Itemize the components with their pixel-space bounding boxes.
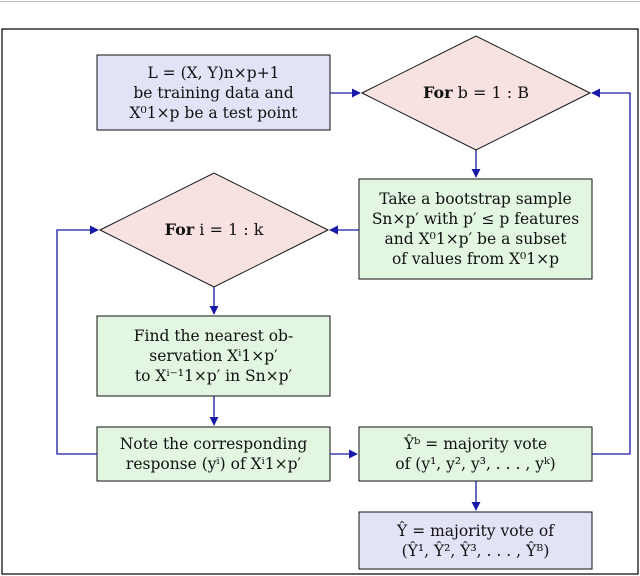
loop-i-text: For i = 1 : k: [128, 217, 300, 243]
input-text: L = (X, Y)n×p+1 be training data and X⁰1…: [97, 55, 330, 130]
bootstrap-text: Take a bootstrap sample Sn×p′ with p′ ≤ …: [359, 179, 592, 279]
vote-b-line-1: Ŷᵇ = majority vote: [403, 435, 548, 453]
vote-b-line-2: of (y¹, y², y³, . . . , yᵏ): [395, 455, 556, 473]
input-line-1: L = (X, Y)n×p+1: [147, 63, 280, 82]
bootstrap-line-1: Take a bootstrap sample: [379, 190, 572, 208]
nearest-box: [96, 315, 331, 397]
vote-b-box: [358, 426, 593, 482]
loop-b-keyword: For: [422, 83, 453, 102]
nearest-text: Find the nearest ob- servation Xⁱ1×p′ to…: [97, 316, 330, 396]
bootstrap-line-4: of values from X⁰1×p: [391, 250, 560, 268]
edge-response-loop-back: [56, 225, 99, 455]
final-box: [358, 511, 593, 570]
final-line-2: (Ŷ¹, Ŷ², Ŷ³, . . . , Ŷᴮ): [401, 541, 550, 560]
bootstrap-line-3: and X⁰1×p′ be a subset: [384, 230, 567, 248]
input-line-3: X⁰1×p be a test point: [129, 103, 298, 122]
nearest-line-1: Find the nearest ob-: [133, 327, 294, 345]
nearest-line-2: servation Xⁱ1×p′: [149, 347, 278, 365]
response-line-2: response (yⁱ) of Xⁱ1×p′: [125, 455, 302, 473]
response-text: Note the corresponding response (yⁱ) of …: [97, 427, 330, 481]
final-text: Ŷ = majority vote of (Ŷ¹, Ŷ², Ŷ³, . . . …: [359, 512, 592, 569]
vote-b-text: Ŷᵇ = majority vote of (y¹, y², y³, . . .…: [359, 427, 592, 481]
loop-b-expr: b = 1 : B: [457, 83, 529, 102]
loop-i-diamond: [98, 172, 330, 288]
loop-b-text: For b = 1 : B: [390, 80, 562, 106]
outer-frame: [1, 28, 639, 575]
edge-vote-b-loop-back: [591, 88, 631, 455]
bootstrap-box: [358, 178, 593, 280]
loop-i-expr: i = 1 : k: [199, 220, 264, 239]
response-line-1: Note the corresponding: [119, 435, 308, 453]
loop-b-diamond: [360, 35, 592, 151]
loop-i-keyword: For: [164, 220, 195, 239]
input-line-2: be training data and: [133, 83, 294, 102]
final-line-1: Ŷ = majority vote of: [397, 521, 554, 540]
nearest-line-3: to Xⁱ⁻¹1×p′ in Sn×p′: [134, 367, 293, 385]
top-rule: [0, 1, 640, 2]
bootstrap-line-2: Sn×p′ with p′ ≤ p features: [371, 210, 580, 228]
